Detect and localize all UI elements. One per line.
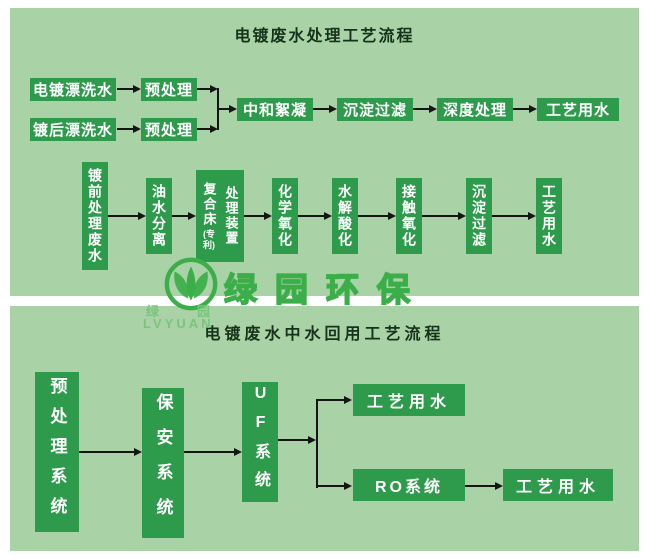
flow-box-sedimentation-filtration-2: 沉淀过滤: [466, 178, 492, 254]
flow-box-uf-system: UF系统: [242, 382, 278, 502]
brand-logo-icon: [164, 257, 218, 311]
arrow-connector: [117, 125, 141, 133]
arrow-connector: [316, 482, 352, 490]
composite-left-label: 复合床: [201, 182, 217, 228]
bottom-flow-panel: 电镀废水中水回用工艺流程 预处理系统 保安系统 UF系统 工艺用水 RO系统 工…: [10, 306, 639, 551]
flow-box-sedimentation-filtration: 沉淀过滤: [337, 98, 413, 121]
flow-box-process-water-top: 工艺用水: [353, 384, 465, 416]
logo-ring: [164, 257, 218, 311]
arrow-connector: [108, 212, 146, 220]
leaf-icon: [186, 266, 196, 301]
watermark-cn-text: 绿园: [146, 304, 249, 319]
line-connector: [316, 400, 318, 488]
composite-patent-note: (专利): [203, 229, 215, 250]
flow-box-pretreatment-1: 预处理: [141, 78, 197, 101]
flow-box-advanced-treatment: 深度处理: [437, 98, 513, 121]
arrow-connector: [492, 212, 536, 220]
flow-box-oil-water-separation: 油水分离: [146, 178, 172, 254]
top-flow-panel: 电镀废水处理工艺流程 电镀漂洗水 预处理 镀后漂洗水 预处理 中和絮凝 沉淀过滤…: [10, 8, 639, 296]
watermark-en-text: LVYUAN: [143, 316, 214, 331]
flow-box-security-filter-system: 保安系统: [142, 388, 184, 538]
flow-box-neutralization-flocculation: 中和絮凝: [237, 98, 313, 121]
flow-box-hydrolysis-acidification: 水解酸化: [332, 178, 358, 254]
arrow-connector: [513, 105, 537, 113]
leaf-icon: [174, 271, 189, 299]
composite-right-label: 处理装置: [223, 186, 239, 246]
arrow-connector: [244, 212, 272, 220]
arrow-connector: [79, 448, 142, 456]
arrow-connector: [117, 85, 141, 93]
leaf-icon: [193, 271, 208, 299]
flow-box-process-water: 工艺用水: [537, 98, 619, 121]
flow-box-process-water-ro: 工艺用水: [503, 469, 613, 501]
flow-box-composite-bed-device: 复合床 (专利) 处理装置: [196, 170, 244, 262]
arrow-connector: [217, 105, 237, 113]
arrow-connector: [197, 85, 218, 93]
flow-box-chemical-oxidation: 化学氧化: [272, 178, 298, 254]
flow-box-ro-system: RO系统: [353, 469, 465, 501]
arrow-connector: [313, 105, 337, 113]
flow-box-contact-oxidation: 接触氧化: [396, 178, 422, 254]
arrow-connector: [316, 396, 352, 404]
arrow-connector: [184, 448, 242, 456]
watermark-brand-text: 绿园环保: [223, 270, 428, 309]
composite-left-column: 复合床 (专利): [200, 182, 219, 250]
arrow-connector: [278, 436, 316, 444]
flow-box-pretreatment-system: 预处理系统: [35, 372, 79, 532]
flow-box-process-water-2: 工艺用水: [536, 178, 562, 254]
bottom-panel-title: 电镀废水中水回用工艺流程: [204, 326, 445, 343]
arrow-connector: [422, 212, 466, 220]
flow-box-plating-rinse-water: 电镀漂洗水: [30, 78, 116, 101]
arrow-connector: [465, 482, 503, 490]
arrow-connector: [358, 212, 396, 220]
arrow-connector: [413, 105, 437, 113]
flow-box-post-plating-rinse-water: 镀后漂洗水: [30, 118, 116, 141]
flow-box-pretreatment-2: 预处理: [141, 118, 197, 141]
flow-box-pre-plating-wastewater: 镀前处理废水: [82, 162, 108, 270]
arrow-connector: [298, 212, 332, 220]
arrow-connector: [172, 212, 196, 220]
top-panel-title: 电镀废水处理工艺流程: [234, 28, 415, 45]
arrow-connector: [197, 125, 218, 133]
